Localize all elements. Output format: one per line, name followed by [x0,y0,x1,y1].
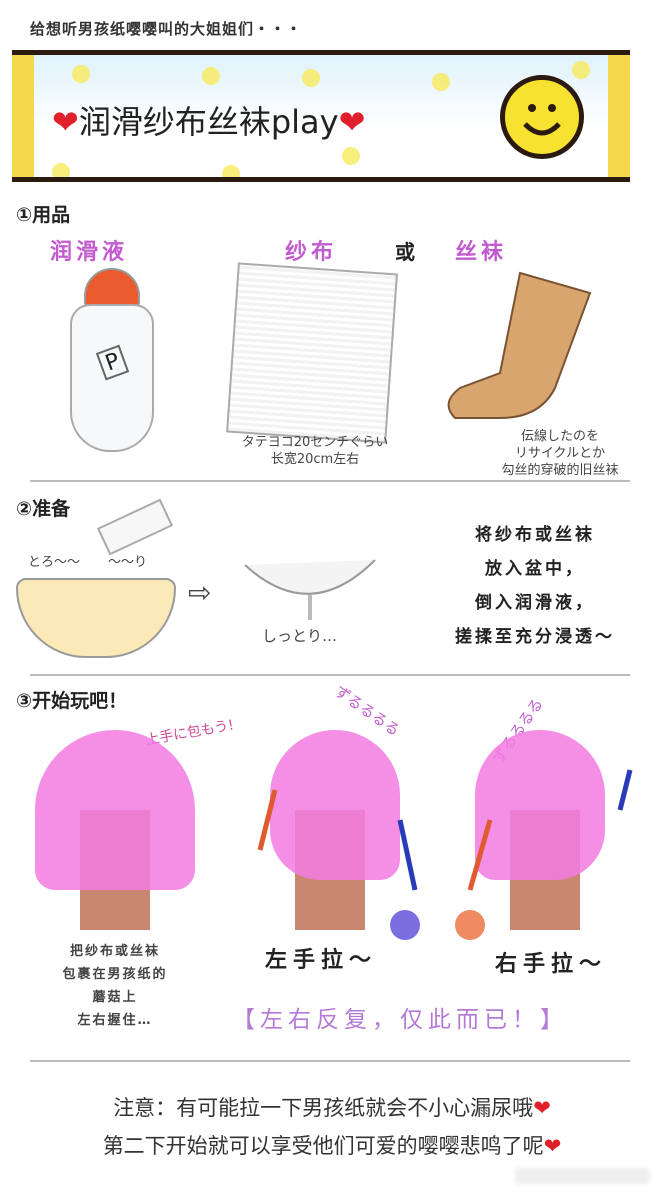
watermark [515,1168,650,1184]
pour-sfx: 〜〜り [108,555,148,570]
heart-icon: ❤ [338,103,366,141]
smiley-icon [500,75,584,159]
gauze-label: 纱布 [285,240,338,265]
heart-icon: ❤ [543,1134,562,1158]
pouring-bottle-image [96,498,174,556]
left-pull-label: 左手拉～ [265,948,378,973]
note-line-2: 第二下开始就可以享受他们可爱的嘤嘤悲鸣了呢❤ [102,1134,562,1158]
wet-sfx: しっとり… [262,627,338,645]
lube-label: 润滑液 [50,240,129,265]
prep-steps: 将纱布或丝袜放入盆中，倒入润滑液，搓揉至充分浸透～ [455,525,615,647]
right-pull-illustration [450,730,640,940]
section1-title: ①用品 [16,204,71,226]
header-subtitle: 给想听男孩纸嘤嘤叫的大姐姐们・・・ [30,20,303,38]
arrow-right-icon: ⇨ [188,576,212,609]
section3-title: ③开始玩吧！ [16,690,128,712]
gauze-image [226,262,398,444]
divider [30,674,630,676]
wet-gauze-image [240,535,380,620]
divider [30,1060,630,1062]
note-line-1: 注意：有可能拉一下男孩纸就会不小心漏尿哦❤ [113,1096,551,1120]
banner-title: ❤润滑纱布丝袜play❤ [52,103,366,141]
heart-icon: ❤ [533,1096,551,1120]
banner-edge-right [608,55,630,177]
lube-bottle-image: P [62,268,162,452]
wrap-illustration [15,730,215,930]
bowl-image [16,578,176,658]
or-label: 或 [395,240,415,264]
repeat-caption: 【左右反复，仅此而已！】 [232,1007,568,1033]
divider [30,480,630,482]
stocking-caption: 伝線したのをリサイクルとか勾丝的穿破的旧丝袜 [501,429,619,478]
stocking-label: 丝袜 [455,240,508,265]
gauze-caption: タテヨコ20センチぐらい长宽20cm左右 [241,435,389,467]
section2-title: ②准备 [16,498,71,520]
pour-sfx: とろ〜〜 [28,555,81,570]
right-pull-label: 右手拉～ [495,952,608,977]
heart-icon: ❤ [52,103,79,141]
wrap-caption: 把纱布或丝袜包裹在男孩纸的蘑菇上左右握住… [62,944,168,1028]
title-banner: ❤润滑纱布丝袜play❤ [12,50,630,182]
left-pull-illustration [240,730,420,940]
stocking-image [440,268,600,428]
banner-edge-left [12,55,34,177]
